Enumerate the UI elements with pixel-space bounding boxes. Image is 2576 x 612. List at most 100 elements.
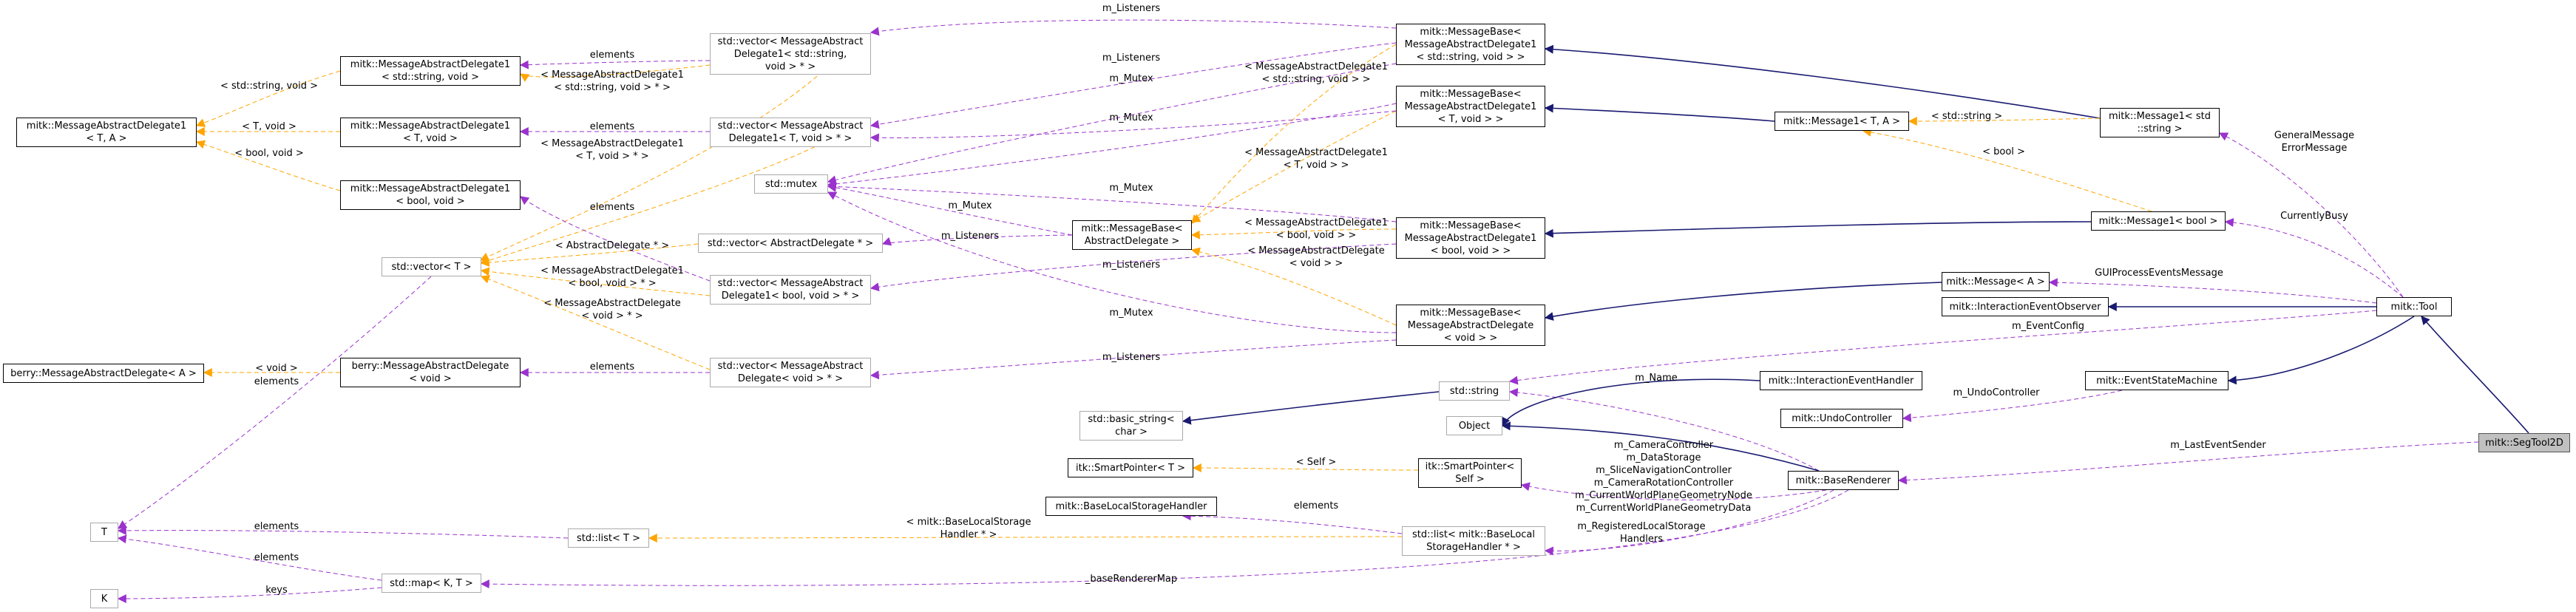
node-mad-t-void[interactable]: mitk::MessageAbstractDelegate1< T, void … bbox=[340, 118, 521, 147]
usage-edge bbox=[827, 183, 1073, 236]
node-tool[interactable]: mitk::Tool bbox=[2376, 297, 2452, 316]
edge-label: < MessageAbstractDelegate1< std::string,… bbox=[1244, 61, 1388, 85]
usage-edge bbox=[117, 587, 382, 603]
edge-label: < std::string, void > bbox=[220, 81, 319, 92]
node-messagebase-abstract-delegate[interactable]: mitk::MessageBase<AbstractDelegate > bbox=[1072, 220, 1192, 250]
node-itk-smartpointer-t[interactable]: itk::SmartPointer< T > bbox=[1068, 458, 1193, 477]
template-edge bbox=[1190, 110, 1397, 222]
node-segtool2d[interactable]: mitk::SegTool2D bbox=[2478, 433, 2570, 452]
inheritance-edge bbox=[1544, 282, 1942, 321]
usage-edge bbox=[881, 234, 1073, 246]
edge-label: GUIProcessEventsMessage bbox=[2095, 268, 2223, 279]
node-messagebase-t-void[interactable]: mitk::MessageBase<MessageAbstractDelegat… bbox=[1396, 86, 1545, 127]
node-message1-bool[interactable]: mitk::Message1< bool > bbox=[2091, 211, 2226, 231]
node-messagebase-bool-void[interactable]: mitk::MessageBase<MessageAbstractDelegat… bbox=[1396, 217, 1545, 259]
inheritance-edge bbox=[1501, 421, 1820, 472]
template-edge bbox=[648, 533, 1403, 543]
edge-label: m_EventConfig bbox=[2011, 321, 2085, 332]
edge-label: m_Listeners bbox=[1102, 352, 1161, 363]
edge-label: m_Mutex bbox=[1109, 112, 1153, 123]
node-event-state-machine[interactable]: mitk::EventStateMachine bbox=[2085, 371, 2228, 390]
edge-label: < T, void > bbox=[242, 121, 296, 132]
edge-label: elements bbox=[1293, 500, 1339, 511]
node-basic-string[interactable]: std::basic_string<char > bbox=[1079, 411, 1183, 441]
usage-edge bbox=[870, 42, 1397, 129]
usage-edge bbox=[118, 276, 432, 529]
template-edge bbox=[1908, 116, 2101, 126]
node-message1-t-a[interactable]: mitk::Message1< T, A > bbox=[1775, 112, 1909, 131]
usage-edge bbox=[870, 339, 1397, 380]
node-map-k-t[interactable]: std::map< K, T > bbox=[382, 574, 481, 593]
edge-label: < Self > bbox=[1295, 457, 1337, 468]
node-base-local-storage-handler[interactable]: mitk::BaseLocalStorageHandler bbox=[1045, 497, 1217, 516]
inheritance-edge bbox=[1502, 378, 1760, 427]
node-messagebase-delegate-void[interactable]: mitk::MessageBase<MessageAbstractDelegat… bbox=[1396, 305, 1545, 346]
node-k[interactable]: K bbox=[90, 589, 118, 608]
usage-edge bbox=[117, 534, 382, 581]
edge-label: < MessageAbstractDelegate1< T, void > > bbox=[1244, 147, 1388, 171]
edge-label: m_Mutex bbox=[1109, 307, 1153, 319]
edge-label: < bool > bbox=[1982, 146, 2025, 157]
usage-edge bbox=[520, 196, 711, 282]
usage-edge bbox=[870, 110, 1397, 143]
template-edge bbox=[1190, 228, 1397, 239]
template-edge bbox=[480, 275, 711, 370]
usage-edge bbox=[2218, 132, 2404, 298]
node-list-t[interactable]: std::list< T > bbox=[568, 528, 649, 548]
usage-edge bbox=[480, 489, 1849, 589]
edge-label: m_UndoController bbox=[1953, 387, 2040, 398]
node-undo-controller[interactable]: mitk::UndoController bbox=[1780, 409, 1903, 428]
node-berry-delegate-a[interactable]: berry::MessageAbstractDelegate< A > bbox=[3, 364, 204, 383]
edge-label: elements bbox=[589, 121, 635, 132]
usage-edge bbox=[827, 182, 1397, 222]
node-vector-t[interactable]: std::vector< T > bbox=[382, 257, 481, 276]
usage-edge bbox=[1897, 441, 2479, 485]
usage-edge bbox=[1508, 388, 1820, 472]
node-object[interactable]: Object bbox=[1446, 416, 1502, 435]
edge-label: < MessageAbstractDelegate< void > > bbox=[1247, 245, 1385, 269]
node-message-a[interactable]: mitk::Message< A > bbox=[1942, 272, 2050, 291]
node-berry-delegate-void[interactable]: berry::MessageAbstractDelegate< void > bbox=[340, 358, 521, 387]
node-mutex[interactable]: std::mutex bbox=[754, 174, 828, 194]
node-messagebase-string-void[interactable]: mitk::MessageBase<MessageAbstractDelegat… bbox=[1396, 24, 1545, 65]
node-mad-string-void[interactable]: mitk::MessageAbstractDelegate1< std::str… bbox=[340, 56, 521, 86]
node-message1-string[interactable]: mitk::Message1< std::string > bbox=[2100, 108, 2220, 137]
edge-label: m_Listeners bbox=[1102, 3, 1161, 14]
node-t[interactable]: T bbox=[90, 523, 118, 542]
template-edge bbox=[480, 267, 711, 296]
edge-label: < MessageAbstractDelegate1< bool, void >… bbox=[1244, 217, 1388, 241]
edge-label: elements bbox=[589, 202, 635, 213]
inheritance-edge bbox=[2227, 316, 2415, 385]
node-interaction-event-observer[interactable]: mitk::InteractionEventObserver bbox=[1942, 297, 2109, 316]
template-edge bbox=[1191, 44, 1397, 224]
template-edge bbox=[195, 70, 341, 127]
usage-edge bbox=[1182, 511, 1403, 534]
edge-label: m_Listeners bbox=[1102, 259, 1161, 271]
usage-edge bbox=[1520, 482, 1827, 500]
node-std-string[interactable]: std::string bbox=[1439, 381, 1510, 401]
edge-label: keys bbox=[265, 585, 288, 596]
node-mad-t-a[interactable]: mitk::MessageAbstractDelegate1< T, A > bbox=[16, 118, 197, 147]
edge-label: < bool, void > bbox=[234, 148, 304, 159]
node-mad-bool-void[interactable]: mitk::MessageAbstractDelegate1< bool, vo… bbox=[340, 180, 521, 210]
edge-label: < MessageAbstractDelegate1< bool, void >… bbox=[540, 265, 684, 289]
edge-label: < MessageAbstractDelegate1< T, void > * … bbox=[540, 138, 684, 162]
node-itk-smartpointer-self[interactable]: itk::SmartPointer<Self > bbox=[1418, 458, 1522, 488]
usage-edge bbox=[870, 19, 1397, 36]
edge-label: m_LastEventSender bbox=[2170, 440, 2266, 451]
template-edge bbox=[479, 66, 829, 261]
inheritance-edge bbox=[1544, 221, 2092, 238]
node-interaction-event-handler[interactable]: mitk::InteractionEventHandler bbox=[1760, 371, 1922, 390]
node-vector-abstract-delegate[interactable]: std::vector< AbstractDelegate * > bbox=[698, 234, 883, 253]
edge-label: m_Listeners bbox=[1102, 52, 1161, 64]
node-base-renderer[interactable]: mitk::BaseRenderer bbox=[1788, 471, 1899, 490]
usage-edge bbox=[1902, 390, 2123, 423]
